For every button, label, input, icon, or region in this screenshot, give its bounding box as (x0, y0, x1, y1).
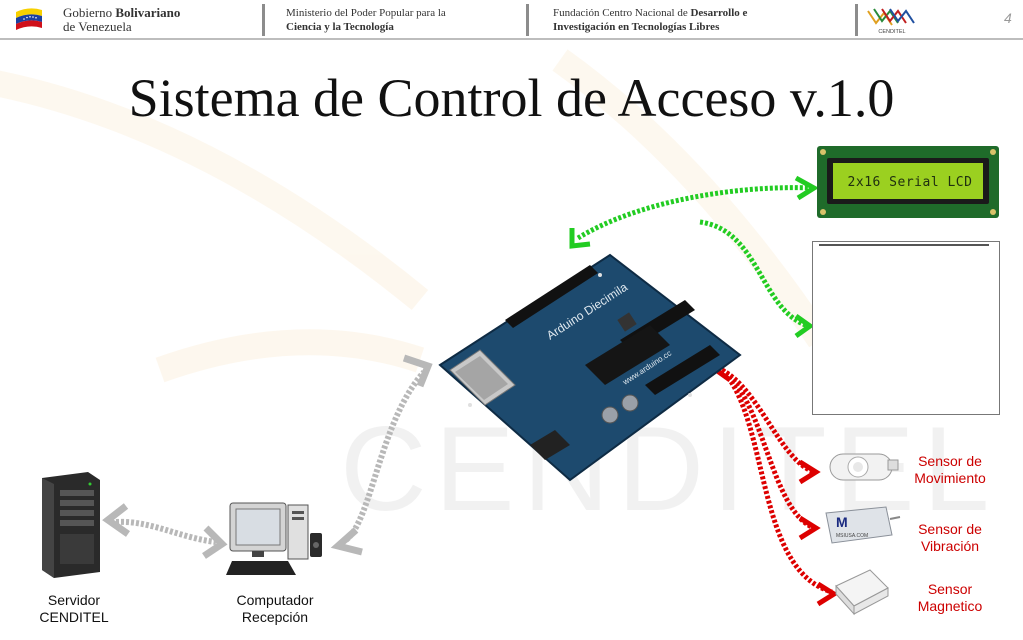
network-connection (115, 518, 217, 545)
motion-sensor-icon (829, 453, 899, 481)
header-separator (855, 4, 858, 36)
fundacion-text: Fundación Centro Nacional de Desarrollo … (553, 7, 748, 33)
page-title: Sistema de Control de Acceso v.1.0 (128, 68, 895, 128)
arrow-head (102, 503, 131, 537)
ministerio-text: Ministerio del Poder Popular para la Cie… (286, 7, 446, 33)
arrow-head (402, 354, 433, 388)
svg-text:M: M (836, 514, 848, 530)
arrow-head (330, 527, 363, 556)
usb-connection (343, 369, 427, 543)
header-bar: Gobierno Bolivariano de Venezuela Minist… (0, 0, 1023, 40)
arrow-head (798, 515, 821, 541)
server-icon (42, 472, 100, 578)
sensor-brand: MSIUSA.COM (836, 533, 868, 539)
lcd-display-icon (817, 146, 999, 218)
doc-connection (699, 219, 809, 329)
magnetic-sensor-icon (835, 569, 889, 616)
sensor-connection (720, 368, 833, 595)
document-panel (812, 241, 1000, 415)
header-separator (526, 4, 529, 36)
header-separator (262, 4, 265, 36)
document-text-line (819, 244, 989, 246)
lcd-text: 2x16 Serial LCD (847, 175, 973, 190)
cenditel-logo-icon: CENDITEL (867, 8, 915, 35)
header-rule (0, 38, 1023, 40)
arrow-head (202, 525, 228, 559)
arrow-head (794, 175, 819, 201)
gobierno-text: Gobierno Bolivariano de Venezuela (63, 5, 181, 34)
vibration-sensor-icon: M MSIUSA.COM (825, 506, 901, 544)
arrow-head (816, 581, 839, 607)
logo-text: CENDITEL (878, 29, 905, 35)
arrow-head (794, 313, 815, 339)
arrow-head (798, 459, 821, 485)
sensor-connection (720, 367, 816, 531)
lcd-connection (576, 185, 813, 241)
page-number: 4 (1004, 10, 1012, 26)
venezuela-flag-icon (16, 8, 42, 30)
arrow-head (569, 228, 591, 249)
arduino-board-icon: Arduino Diecimila www.arduino.cc (438, 253, 742, 482)
computer-icon (226, 502, 322, 575)
